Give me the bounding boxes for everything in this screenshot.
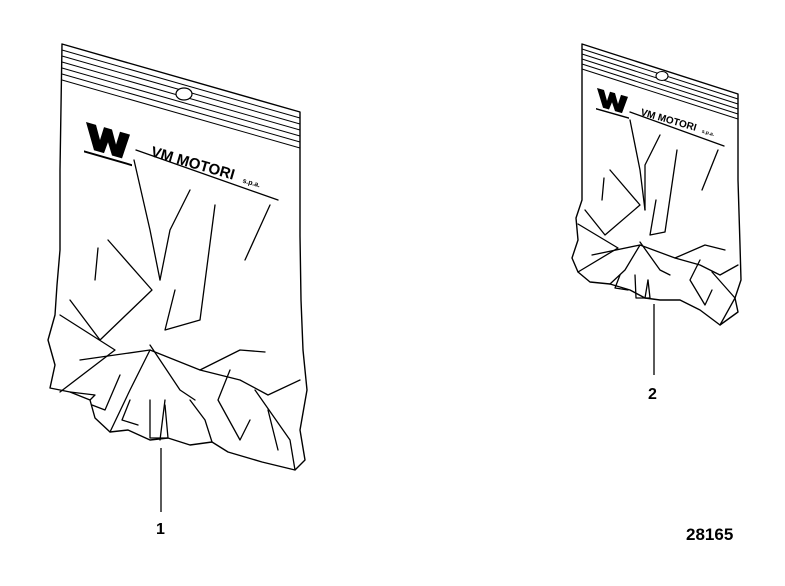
reference-number: 28165 xyxy=(686,525,733,544)
brand-suffix-small: s.p.a. xyxy=(701,129,716,138)
vm-logo-small xyxy=(596,88,629,119)
bag-folds xyxy=(59,159,301,471)
hang-hole-small xyxy=(655,70,669,82)
brand-suffix: s.p.a. xyxy=(242,178,261,190)
vm-logo xyxy=(84,122,132,167)
bag-folds-small xyxy=(577,119,739,326)
hang-hole xyxy=(175,87,193,101)
callout-1: 1 xyxy=(156,521,165,538)
small-bag: VM MOTORI s.p.a. xyxy=(571,43,742,326)
callout-2: 2 xyxy=(648,386,657,403)
large-bag: VM MOTORI s.p.a. xyxy=(47,43,308,471)
zip-seal-small xyxy=(581,48,739,120)
